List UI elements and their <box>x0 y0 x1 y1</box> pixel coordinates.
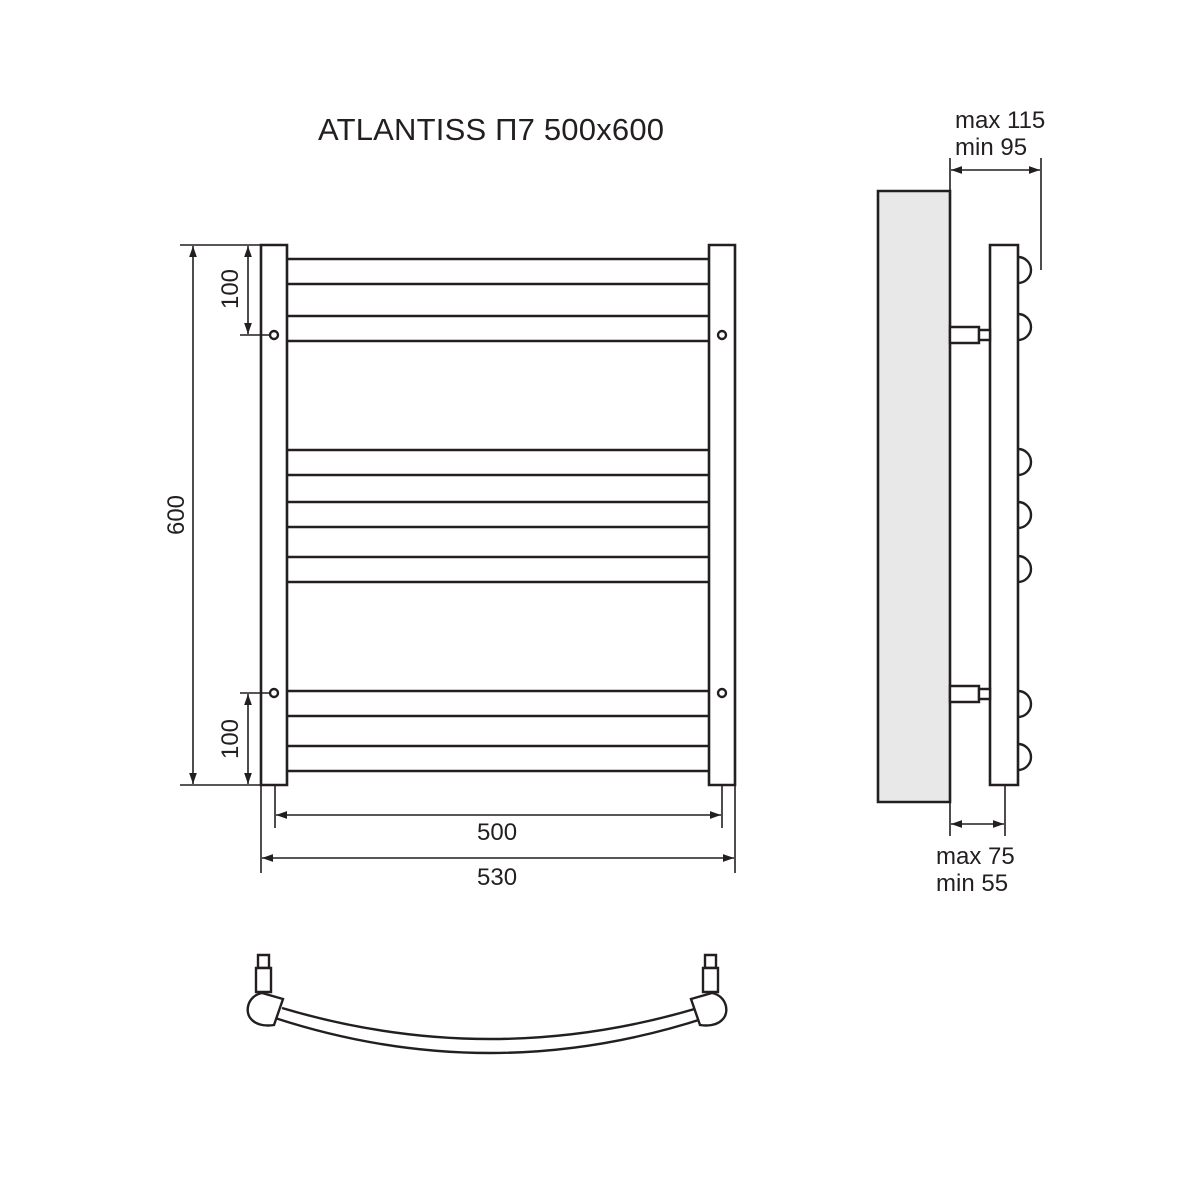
left-valve-icon <box>248 955 283 1025</box>
wall-bracket-top <box>950 327 990 343</box>
front-dimensions <box>180 245 734 862</box>
wall <box>878 191 950 802</box>
dimension-pipe-distance: max 75 min 55 <box>936 843 1015 897</box>
side-dimensions <box>950 158 1041 836</box>
wall-depth-max: max 115 <box>955 107 1046 134</box>
pipe-distance-min: min 55 <box>936 870 1009 897</box>
dimension-height-600: 600 <box>163 494 190 536</box>
right-collector <box>709 245 735 785</box>
left-collector <box>261 245 287 785</box>
right-valve-icon <box>691 955 726 1025</box>
dimension-bottom-100: 100 <box>217 718 244 760</box>
dimension-width-500: 500 <box>477 819 518 846</box>
curved-rail <box>282 1008 698 1039</box>
product-title: ATLANTISS П7 500x600 <box>318 112 665 147</box>
mount-point-icon <box>718 331 726 339</box>
dimension-wall-depth: max 115 min 95 <box>955 107 1045 161</box>
front-view <box>261 245 735 873</box>
rail-profiles <box>1018 257 1031 770</box>
pipe-distance-max: max 75 <box>936 843 1015 870</box>
rails <box>287 259 709 771</box>
dimension-width-530: 530 <box>477 864 518 891</box>
side-collector <box>990 245 1018 785</box>
dimension-top-100: 100 <box>217 268 244 310</box>
side-view <box>878 191 1031 802</box>
wall-depth-min: min 95 <box>955 134 1028 161</box>
top-view <box>248 955 727 1053</box>
mount-point-icon <box>718 689 726 697</box>
wall-bracket-bottom <box>950 686 990 702</box>
